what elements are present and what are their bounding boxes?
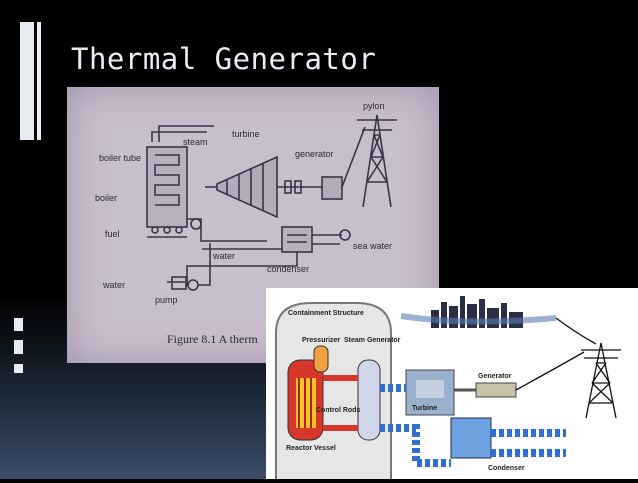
label-pressurizer: Pressurizer bbox=[302, 337, 340, 344]
label-generator: generator bbox=[295, 149, 334, 159]
label-reactor-vessel: Reactor Vessel bbox=[286, 445, 336, 452]
label-water-left: water bbox=[102, 280, 125, 290]
label-boiler-tube: boiler tube bbox=[99, 153, 141, 163]
thermal-generator-diagram-photo: boiler tube boiler fuel steam turbine ge… bbox=[67, 87, 439, 363]
accent-bar-lower-2 bbox=[14, 340, 23, 354]
label-steam-generator: Steam Generator bbox=[344, 337, 401, 344]
label-fuel: fuel bbox=[105, 229, 120, 239]
figure1-caption: Figure 8.1 A therm bbox=[167, 332, 258, 346]
label-sea-water: sea water bbox=[353, 241, 392, 251]
label-containment: Containment Structure bbox=[288, 310, 364, 317]
label-pump: pump bbox=[155, 295, 178, 305]
label-turbine: Turbine bbox=[412, 405, 437, 412]
label-generator: Generator bbox=[478, 373, 512, 380]
label-pylon: pylon bbox=[363, 101, 385, 111]
pylon-icon bbox=[515, 317, 621, 419]
nuclear-plant-diagram: Containment Structure Pressurizer Steam … bbox=[266, 288, 638, 479]
accent-bar-lower-3 bbox=[14, 364, 23, 373]
label-boiler: boiler bbox=[95, 193, 117, 203]
label-control-rods: Control Rods bbox=[316, 407, 360, 414]
slide-title: Thermal Generator bbox=[71, 42, 377, 76]
accent-bar-lower-1 bbox=[14, 318, 23, 331]
label-turbine: turbine bbox=[232, 129, 260, 139]
label-condenser: Condenser bbox=[488, 465, 525, 472]
label-water-mid: water bbox=[212, 251, 235, 261]
accent-bar-thin-top bbox=[37, 22, 41, 140]
label-condenser: condenser bbox=[267, 264, 309, 274]
accent-bar-thick-top bbox=[20, 22, 34, 140]
label-steam: steam bbox=[183, 137, 208, 147]
